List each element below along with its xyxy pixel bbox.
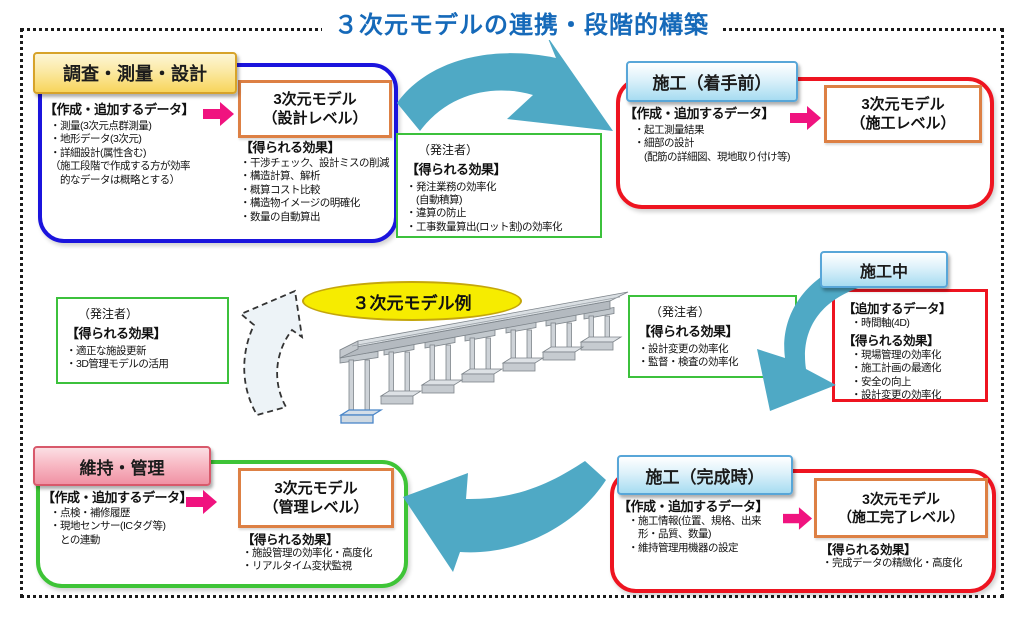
- bridge-model-illustration: [338, 291, 629, 424]
- list-item: ・数量の自動算出: [240, 210, 321, 223]
- tab-maintenance: 維持・管理: [33, 446, 211, 486]
- during-add-heading: 【追加するデータ】: [843, 302, 952, 316]
- orderer-effects-renewal-box: （発注者） 【得られる効果】 ・適正な施設更新 ・3D管理モデルの活用: [56, 297, 229, 384]
- list-item: ・発注業務の効率化: [406, 181, 497, 193]
- list-item: ・3D管理モデルの活用: [66, 358, 169, 371]
- during-data-box: 【追加するデータ】 ・時間軸(4D) 【得られる効果】 ・現場管理の効率化 ・施…: [832, 289, 988, 402]
- list-item: ・起工測量結果: [634, 124, 705, 136]
- maintenance-effect-heading: 【得られる効果】: [242, 533, 339, 547]
- model-box-line: （施工完了レベル）: [838, 509, 964, 525]
- list-item: ・適正な施設更新: [66, 345, 147, 357]
- survey-process-arrow-icon: [203, 102, 234, 126]
- list-item: ・リアルタイム変状監視: [242, 560, 352, 573]
- model-box-line: 3次元モデル: [861, 95, 945, 113]
- maintenance-data-heading: 【作成・追加するデータ】: [42, 490, 193, 505]
- list-item: との連動: [50, 533, 100, 546]
- list-item: ・干渉チェック、設計ミスの削減: [240, 157, 390, 169]
- list-item: ・設計変更の効率化: [851, 388, 942, 401]
- list-item: ・時間軸(4D): [851, 317, 910, 329]
- tab-pre-construction-label: 施工（着手前）: [652, 74, 772, 93]
- pre-data-list: ・起工測量結果 ・細部の設計 (配筋の詳細図、現地取り付け等): [634, 124, 791, 164]
- list-item: ・違算の防止: [406, 207, 467, 220]
- list-item: ・安全の向上: [851, 375, 912, 388]
- done-process-arrow-icon: [783, 507, 813, 530]
- page-title: ３次元モデルの連携・段階的構築: [322, 5, 721, 40]
- done-effect-heading: 【得られる効果】: [820, 543, 917, 557]
- done-model-box: 3次元モデル （施工完了レベル）: [814, 478, 988, 538]
- list-item: ・詳細設計(属性含む): [50, 146, 147, 159]
- bridge-pier: [501, 321, 545, 372]
- model-box-line: 3次元モデル: [273, 90, 357, 108]
- maintenance-data-list: ・点検・補修履歴 ・現地センサー(ICタグ等) との連動: [50, 507, 166, 547]
- survey-effect-list: ・干渉チェック、設計ミスの削減 ・構造計算、解析 ・概算コスト比較 ・構造物イメ…: [240, 157, 390, 224]
- model-example-text: ３次元モデル例: [352, 293, 472, 313]
- bridge-pier: [420, 336, 464, 394]
- list-item: ・監督・検査の効率化: [638, 356, 739, 369]
- list-item: ・維持管理用機器の設定: [628, 541, 739, 554]
- done-data-list: ・施工情報(位置、規格、出来 形・品質、数量) ・維持管理用機器の設定: [628, 515, 762, 555]
- list-item: ・施工情報(位置、規格、出来: [628, 515, 762, 527]
- maintenance-process-arrow-icon: [186, 490, 217, 514]
- list-item: ・測量(3次元点群測量): [50, 120, 152, 132]
- model-box-line: 3次元モデル: [862, 490, 940, 507]
- list-item: ・施設管理の効率化・高度化: [242, 547, 373, 559]
- list-item: ・工事数量算出(ロット割)の効率化: [406, 220, 563, 233]
- list-item: ・完成データの精緻化・高度化: [822, 557, 963, 569]
- list-item: ・概算コスト比較: [240, 183, 321, 196]
- list-item: ・構造計算、解析: [240, 170, 321, 183]
- orderer-label: （発注者）: [78, 307, 139, 321]
- list-item: 形・品質、数量): [628, 528, 712, 541]
- model-box-line: （管理レベル）: [263, 499, 369, 516]
- survey-effect-heading: 【得られる効果】: [240, 140, 341, 155]
- tab-pre-construction: 施工（着手前）: [626, 61, 798, 102]
- list-item: （施工段階で作成する方が効率: [50, 160, 191, 173]
- model-box-line: （設計レベル）: [262, 110, 368, 127]
- model-box-line: （施工レベル）: [850, 115, 956, 132]
- bridge-deck: [339, 291, 629, 359]
- orderer-effects-supervision-box: （発注者） 【得られる効果】 ・設計変更の効率化 ・監督・検査の効率化: [628, 295, 797, 378]
- list-item: 的なデータは概略とする）: [50, 173, 180, 186]
- survey-data-list: ・測量(3次元点群測量) ・地形データ(3次元) ・詳細設計(属性含む) （施工…: [50, 120, 191, 187]
- model-example-label: ３次元モデル例: [302, 281, 522, 321]
- survey-data-heading: 【作成・追加するデータ】: [44, 102, 195, 117]
- model-box-line: 3次元モデル: [274, 479, 358, 497]
- bridge-pier: [379, 343, 423, 405]
- list-item: ・施工計画の最適化: [851, 362, 942, 375]
- tab-survey: 調査・測量・設計: [33, 52, 237, 94]
- list-item: ・地形データ(3次元): [50, 133, 142, 146]
- tab-during-construction-label: 施工中: [859, 263, 908, 281]
- orderer-label: （発注者）: [650, 305, 711, 319]
- bridge-pier: [541, 314, 585, 361]
- tab-survey-label: 調査・測量・設計: [63, 64, 207, 84]
- tab-done-construction: 施工（完成時）: [617, 455, 793, 495]
- maintenance-effect-list: ・施設管理の効率化・高度化 ・リアルタイム変状監視: [242, 547, 373, 574]
- during-effect-heading: 【得られる効果】: [843, 334, 940, 349]
- list-item: ・現地センサー(ICタグ等): [50, 520, 166, 533]
- done-effect-list: ・完成データの精緻化・高度化: [822, 557, 963, 570]
- list-item: ・構造物イメージの明確化: [240, 197, 360, 210]
- list-item: ・細部の設計: [634, 137, 695, 150]
- orderer-effect-heading: 【得られる効果】: [638, 324, 739, 339]
- bridge-pier: [579, 307, 623, 351]
- tab-done-construction-label: 施工（完成時）: [645, 467, 765, 487]
- orderer-label: （発注者）: [418, 143, 479, 157]
- bridge-pier-front: [338, 351, 384, 424]
- pre-model-box: 3次元モデル （施工レベル）: [824, 85, 982, 143]
- tab-maintenance-label: 維持・管理: [79, 458, 165, 478]
- list-item: ・設計変更の効率化: [638, 343, 729, 355]
- maintenance-model-box: 3次元モデル （管理レベル）: [238, 468, 394, 528]
- pre-data-heading: 【作成・追加するデータ】: [624, 106, 775, 121]
- tab-during-construction: 施工中: [820, 251, 948, 288]
- orderer-effect-heading: 【得られる効果】: [406, 162, 507, 177]
- list-item: (配筋の詳細図、現地取り付け等): [634, 150, 791, 163]
- list-item: ・現場管理の効率化: [851, 349, 942, 362]
- list-item: (自動積算): [406, 194, 463, 207]
- orderer-effects-design-box: （発注者） 【得られる効果】 ・発注業務の効率化 (自動積算) ・違算の防止 ・…: [396, 133, 602, 238]
- orderer-effect-heading: 【得られる効果】: [66, 326, 167, 341]
- survey-model-box: 3次元モデル （設計レベル）: [238, 80, 392, 138]
- pre-process-arrow-icon: [790, 106, 821, 130]
- done-data-heading: 【作成・追加するデータ】: [618, 499, 769, 514]
- list-item: ・点検・補修履歴: [50, 507, 130, 519]
- bridge-pier: [460, 329, 504, 383]
